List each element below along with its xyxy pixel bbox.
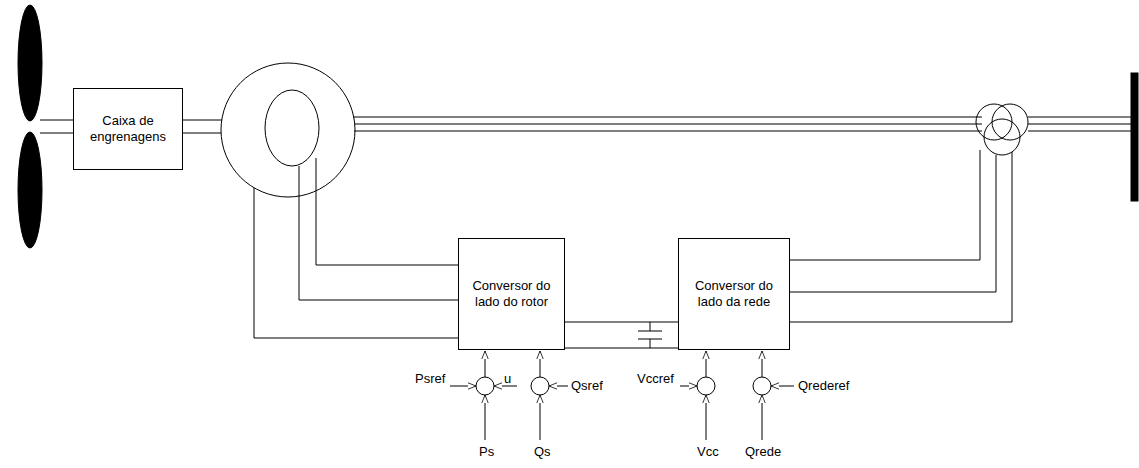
generator-rotor: [265, 90, 319, 166]
gearbox-box: Caixa de engrenagens: [73, 88, 183, 170]
grid-wire: [1028, 117, 1131, 118]
transformer-winding: [992, 104, 1028, 140]
dc-link-wire: [565, 348, 678, 349]
grid-wire: [1028, 124, 1131, 125]
signal-arrow: [762, 351, 763, 377]
signal-arrow: [706, 351, 707, 377]
summing-junction: [476, 377, 494, 395]
capacitor-plate: [638, 331, 662, 332]
signal-name: u: [503, 372, 512, 385]
rotor-wire: [254, 188, 458, 338]
stator-wire: [354, 124, 982, 125]
signal-name: Vcc: [696, 445, 720, 458]
dc-link-wire: [565, 322, 678, 323]
signal-arrow: [540, 351, 541, 377]
shaft: [40, 120, 73, 121]
signal-name: Vccref: [636, 372, 675, 385]
signal-arrow: [485, 351, 486, 377]
rotor-wire: [316, 158, 458, 265]
signal-arrow: [549, 386, 568, 387]
signal-name: Qrederef: [797, 379, 850, 392]
capacitor-plate: [638, 339, 662, 340]
signal-arrow: [494, 386, 517, 387]
summing-junction: [697, 377, 715, 395]
grid-bus: [1131, 73, 1138, 201]
signal-arrow: [706, 395, 707, 440]
grid-converter-wire: [790, 155, 996, 292]
shaft: [183, 120, 222, 121]
transformer-winding: [984, 119, 1020, 155]
grid-wire: [1028, 131, 1131, 132]
signal-arrow: [762, 395, 763, 440]
signal-arrow: [771, 386, 794, 387]
signal-name: Qrede: [744, 445, 782, 458]
shaft: [40, 133, 73, 134]
signal-name: Ps: [478, 445, 495, 458]
stator-wire: [353, 117, 982, 118]
box-label: Caixa de engrenagens: [74, 113, 182, 144]
signal-arrow: [540, 395, 541, 440]
summing-junction: [531, 377, 549, 395]
signal-arrow: [680, 386, 697, 387]
signal-name: Qs: [533, 445, 552, 458]
stator-wire: [354, 131, 982, 132]
shaft: [183, 133, 222, 134]
turbine-blade: [18, 5, 42, 121]
capacitor-lead: [650, 339, 651, 348]
converter-box: Conversor do lado da rede: [678, 238, 790, 350]
converter-box: Conversor do lado do rotor: [458, 238, 565, 350]
turbine-blade: [18, 132, 42, 248]
summing-junction: [753, 377, 771, 395]
grid-converter-wire: [790, 150, 980, 260]
capacitor-lead: [650, 322, 651, 331]
box-label: Conversor do lado da rede: [679, 278, 789, 309]
grid-converter-wire: [790, 152, 1012, 322]
signal-name: Psref: [414, 372, 446, 385]
generator-stator: [221, 63, 355, 197]
transformer-winding: [976, 104, 1012, 140]
signal-name: Qsref: [570, 379, 604, 392]
rotor-wire: [299, 166, 458, 300]
box-label: Conversor do lado do rotor: [459, 278, 564, 309]
signal-arrow: [485, 395, 486, 440]
signal-arrow: [450, 386, 476, 387]
